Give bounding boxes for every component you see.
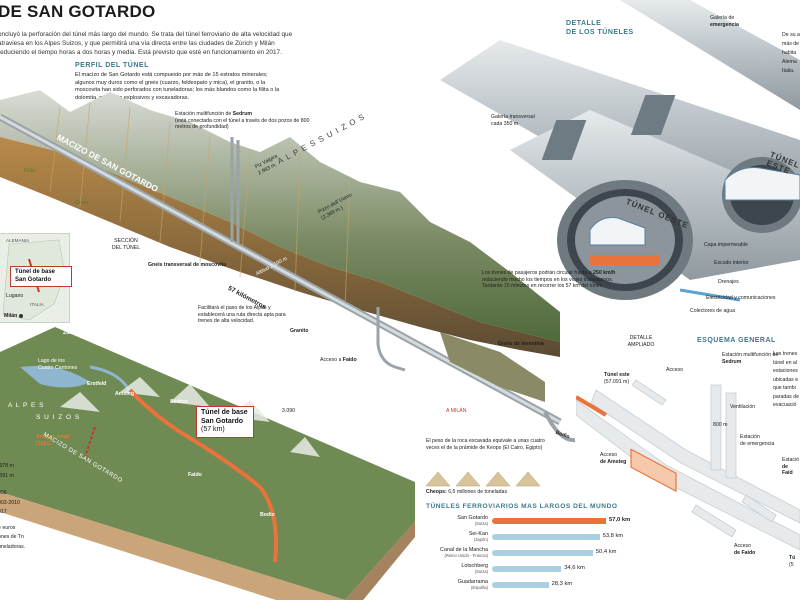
scheme-diagram [576, 379, 800, 551]
locator-italia: ITALIA [30, 302, 44, 307]
terrain-block [0, 327, 415, 600]
terrain-suizos: S U I Z O S [36, 414, 81, 421]
chart-category-label: Canal de la Mancha(Reino Unido - Francia… [426, 547, 488, 559]
chart-category-label: San Gotardo(Suiza) [426, 515, 488, 527]
profile-heading: PERFIL DEL TÚNEL [75, 62, 149, 69]
a-milan-label: A MILÁN [446, 408, 467, 414]
chart-title: TÚNELES FERROVIARIOS MAS LARGOS DEL MUND… [426, 503, 618, 510]
page-title: DE SAN GOTARDO [0, 2, 156, 21]
terrain-antiguo: Antiguo túnel (1881) [36, 434, 70, 447]
locator-alemania: ALEMANIA [6, 238, 30, 243]
terrain-sedrun: Sedrun [170, 399, 188, 405]
chart-value-label: 28,3 km [551, 581, 573, 587]
terrain-amsteg: Amsteg [115, 391, 135, 397]
chart-bar [492, 566, 562, 572]
terrain-faido: Faido [188, 472, 202, 478]
chart-category-sublabel: (Japón) [473, 537, 488, 542]
scheme-tunel-este: Túnel este(57.091 m) [604, 372, 630, 385]
terrain-lago: Lago de los Cuatro Cantones [38, 358, 78, 371]
station-sedrum-label: Estación multifunción de Sedrum (está co… [175, 111, 310, 131]
scheme-acceso: Acceso [666, 367, 684, 373]
part-drenajes: Drenajes [718, 279, 739, 285]
part-electricidad: Electricidad y comunicaciones [706, 295, 776, 301]
esquema-title: ESQUEMA GENERAL [697, 337, 776, 344]
rock-text: El peso de la roca excavada equivale a u… [426, 438, 545, 451]
base-tunnel-line [128, 388, 278, 563]
left-stats: .978 m.091 m 996003-2010017 e eurosones … [0, 463, 26, 550]
trains-text: Los trenes de pasajeros podrán circular … [482, 270, 616, 290]
scheme-tu: Tú(5 [789, 555, 796, 568]
filita-label: Filita [24, 168, 35, 174]
granito-label: Granito [290, 328, 309, 334]
chart-bar [492, 518, 606, 524]
pyramids-illustration [426, 471, 541, 487]
part-colectores: Colectores de agua [690, 308, 735, 314]
tunnel-profile-illustration [0, 90, 576, 443]
terrain-peak: 3.090 [282, 408, 295, 414]
chart-category-sublabel: (España) [471, 585, 488, 590]
tunnels-bar-chart: San Gotardo(Suiza) 57,0 km Sei-Kan(Japón) 5… [426, 514, 656, 598]
terrain-zurich: Zurich [63, 330, 79, 336]
chart-row: Sei-Kan(Japón) 53,8 km [426, 530, 656, 546]
locator-milan: Milán [4, 313, 18, 319]
chart-row: Lotschberg(Suiza) 34,6 km [426, 562, 656, 578]
chart-row: Canal de la Mancha(Reino Unido - Francia… [426, 546, 656, 562]
chart-category-label: Guadarrama(España) [426, 579, 488, 591]
scheme-800m: 800 m [713, 422, 728, 428]
terrain-erstfeld: Erstfeld [87, 381, 107, 387]
part-escudo: Escudo interior [714, 260, 749, 266]
acceso-faido-label: Acceso a Faido [320, 357, 357, 363]
terrain-bodio: Bodio [260, 512, 275, 518]
chart-bar [492, 550, 593, 556]
chart-value-label: 57,0 km [609, 517, 631, 523]
locator-lugano: Lugano [6, 293, 24, 299]
locator-tunnel-box: Túnel de base San Gotardo [10, 266, 72, 287]
chart-category-sublabel: (Suiza) [474, 521, 488, 526]
gneis-label: Gneis [75, 200, 89, 206]
chart-row: San Gotardo(Suiza) 57,0 km [426, 514, 656, 530]
chart-category-label: Sei-Kan(Japón) [426, 531, 488, 543]
scheme-ventilacion: Ventilación [730, 404, 756, 410]
chart-category-label: Lotschberg(Suiza) [426, 563, 488, 575]
chart-value-label: 53,8 km [602, 533, 624, 539]
terrain-alpes: A L P E S [8, 402, 45, 409]
mountain-surface [0, 90, 560, 342]
facilitara-text: Facilitará el paso de los Alpes y establ… [198, 305, 286, 325]
intro-text: oncluyó la perforación del túnel más lar… [0, 31, 293, 56]
profile-text: El macizo de San Gotardo está compuesto … [75, 72, 280, 101]
chart-bar [492, 582, 549, 588]
gneis-moscovita-label: Gneis transversal de moscovita [148, 262, 227, 268]
part-capa: Capa impermeable [704, 242, 748, 248]
chart-category-sublabel: (Suiza) [474, 569, 488, 574]
tunnel-detail-illustration [440, 0, 800, 302]
chart-value-label: 34,6 km [564, 565, 585, 571]
cheops-line: Cheops: 6,5 millones de toneladas [426, 489, 508, 495]
gneis-leventina-label: Gneis de leventina [498, 341, 544, 347]
section-label: SECCIÓN DEL TÚNEL [111, 238, 141, 251]
chart-value-label: 50,4 km [595, 549, 617, 555]
chart-bar [492, 534, 600, 540]
chart-row: Guadarrama(España) 28,3 km [426, 578, 656, 594]
chart-category-sublabel: (Reino Unido - Francia) [444, 553, 488, 558]
